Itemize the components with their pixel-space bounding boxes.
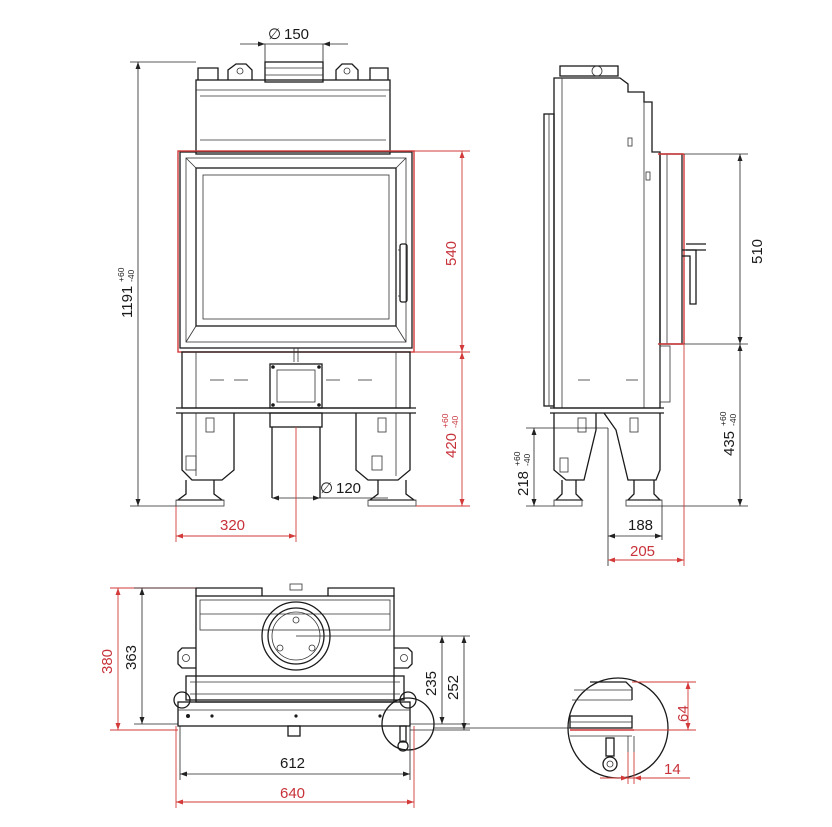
air-inlet-diameter-label: 120	[336, 480, 361, 497]
top-flue-center-b-label: 252	[445, 675, 462, 700]
side-door-height-label: 510	[749, 239, 766, 264]
door-bottom-tol-plus: +60	[440, 413, 450, 428]
detail-view	[567, 677, 669, 779]
side-inlet-tol-minus: -40	[522, 453, 532, 466]
top-width-body-label: 612	[280, 755, 305, 772]
total-height-tol-plus: +60	[116, 267, 126, 282]
side-inlet-tol-plus: +60	[512, 451, 522, 466]
door-height-label: 540	[443, 241, 460, 266]
side-bottom-height-label: 435	[721, 431, 738, 456]
side-bottom-tol-plus: +60	[718, 411, 728, 426]
door-bottom-tol-minus: -40	[450, 415, 460, 428]
total-height-tol-minus: -40	[126, 269, 136, 282]
detail-dimensions: 64 14	[600, 681, 696, 784]
side-bottom-tol-minus: -40	[728, 413, 738, 426]
top-dimensions: 380 363 235 252 612	[99, 587, 570, 808]
air-inlet-diameter-symbol: ∅	[320, 480, 333, 497]
detail-offset-label: 14	[664, 761, 681, 778]
top-view	[173, 583, 435, 752]
front-view	[175, 61, 417, 507]
flue-diameter-symbol: ∅	[268, 26, 281, 43]
top-depth-total-label: 380	[99, 649, 116, 674]
side-depth-total-label: 205	[630, 543, 655, 560]
flue-diameter-label: 150	[284, 26, 309, 43]
door-bottom-height-label: 420	[443, 433, 460, 458]
detail-height-label: 64	[675, 705, 692, 722]
top-flue-center-a-label: 235	[423, 671, 440, 696]
front-dimensions: ∅ 150 1191 +60 -40 540 420 +60 -40	[116, 26, 470, 542]
side-depth-inlet-label: 188	[628, 517, 653, 534]
top-width-total-label: 640	[280, 785, 305, 802]
side-inlet-height-label: 218	[515, 471, 532, 496]
total-height-label: 1191	[119, 286, 136, 318]
side-dimensions: 510 435 +60 -40 218 +60 -40 188	[512, 153, 766, 566]
side-view	[543, 65, 706, 507]
inlet-offset-label: 320	[220, 517, 245, 534]
top-depth-body-label: 363	[123, 645, 140, 670]
